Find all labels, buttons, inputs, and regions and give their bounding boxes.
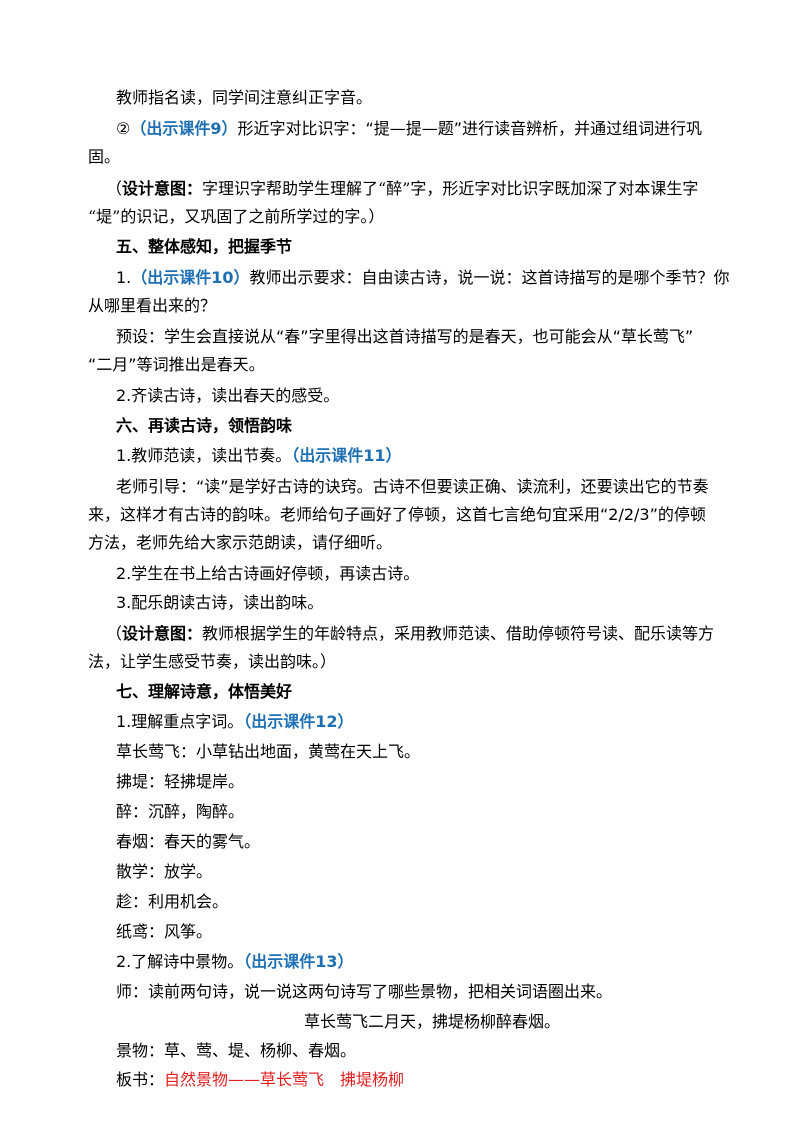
text: 3.配乐朗读古诗，读出韵味。 bbox=[116, 593, 324, 612]
item-5-2: 2.齐读古诗，读出春天的感受。 bbox=[116, 386, 756, 406]
text: 散学：放学。 bbox=[116, 862, 213, 881]
text: 来，这样才有古诗的韵味。老师给句子画好了停顿，这首七言绝句宜采用“2/2/3”的… bbox=[88, 505, 706, 524]
text: 2.了解诗中景物。 bbox=[116, 952, 244, 971]
paragraph-continuation: 固。 bbox=[88, 147, 728, 167]
text: “堤”的识记，又巩固了之前所学过的字。） bbox=[88, 207, 385, 226]
text: 拂堤：轻拂堤岸。 bbox=[116, 772, 245, 791]
teacher-question: 师：读前两句诗，说一说这两句诗写了哪些景物，把相关词语圈出来。 bbox=[116, 982, 756, 1002]
poem-line: 草长莺飞二月天，拂堤杨柳醉春烟。 bbox=[0, 1012, 800, 1032]
section-heading-7: 七、理解诗意，体悟美好 bbox=[116, 682, 756, 702]
scenery-list: 景物：草、莺、堤、杨柳、春烟。 bbox=[116, 1041, 756, 1061]
courseware-tag: （出示课件11） bbox=[291, 446, 402, 465]
text: 1.理解重点字词。 bbox=[116, 712, 244, 731]
word-explanation: 草长莺飞：小草钻出地面，黄莺在天上飞。 bbox=[116, 742, 756, 762]
item-number: 1. bbox=[116, 268, 132, 287]
board-text: 自然景物——草长莺飞 拂堤杨柳 bbox=[164, 1070, 405, 1089]
item-7-1: 1.理解重点字词。（出示课件12） bbox=[116, 712, 756, 732]
item-6-2: 2.学生在书上给古诗画好停顿，再读古诗。 bbox=[116, 564, 756, 584]
text: 醉：沉醉，陶醉。 bbox=[116, 802, 245, 821]
design-intent-label: 设计意图： bbox=[122, 179, 203, 198]
section-heading-5: 五、整体感知，把握季节 bbox=[116, 237, 756, 257]
word-explanation: 散学：放学。 bbox=[116, 862, 756, 882]
paragraph-shape-similar: ②（出示课件9）形近字对比识字：“提—提—题”进行读音辨析，并通过组词进行巩 bbox=[116, 119, 756, 139]
text: 草长莺飞二月天，拂堤杨柳醉春烟。 bbox=[303, 1012, 560, 1031]
text: 从哪里看出来的？ bbox=[88, 296, 217, 315]
teacher-guide-3: 方法，老师先给大家示范朗读，请仔细听。 bbox=[88, 533, 728, 553]
text: （ bbox=[106, 624, 123, 643]
preset: 预设：学生会直接说从“春”字里得出这首诗描写的是春天，也可能会从“草长莺飞” bbox=[116, 327, 756, 347]
text: 法，让学生感受节奏，读出韵味。） bbox=[88, 652, 337, 671]
text: 1.教师范读，读出节奏。 bbox=[116, 446, 292, 465]
text: 景物：草、莺、堤、杨柳、春烟。 bbox=[116, 1041, 357, 1060]
text: 字理识字帮助学生理解了“醉”字，形近字对比识字既加深了对本课生字 bbox=[202, 179, 699, 198]
teacher-guide-2: 来，这样才有古诗的韵味。老师给句子画好了停顿，这首七言绝句宜采用“2/2/3”的… bbox=[88, 505, 728, 525]
design-intent-1-cont: “堤”的识记，又巩固了之前所学过的字。） bbox=[88, 207, 728, 227]
word-explanation: 醉：沉醉，陶醉。 bbox=[116, 802, 756, 822]
text: 方法，老师先给大家示范朗读，请仔细听。 bbox=[88, 533, 393, 552]
text: 固。 bbox=[88, 147, 121, 166]
text: 教师根据学生的年龄特点，采用教师范读、借助停顿符号读、配乐读等方 bbox=[202, 624, 715, 643]
heading-text: 六、再读古诗，领悟韵味 bbox=[116, 416, 293, 435]
text: 教师指名读，同学间注意纠正字音。 bbox=[116, 88, 373, 107]
courseware-tag: （出示课件12） bbox=[243, 712, 354, 731]
word-explanation: 趁：利用机会。 bbox=[116, 892, 756, 912]
text: 预设：学生会直接说从“春”字里得出这首诗描写的是春天，也可能会从“草长莺飞” bbox=[116, 327, 694, 346]
item-7-2: 2.了解诗中景物。（出示课件13） bbox=[116, 952, 756, 972]
text: 趁：利用机会。 bbox=[116, 892, 229, 911]
text: “二月”等词推出是春天。 bbox=[88, 355, 265, 374]
text: 老师引导：“读”是学好古诗的诀窍。古诗不但要读正确、读流利，还要读出它的节奏 bbox=[116, 477, 709, 496]
preset-cont: “二月”等词推出是春天。 bbox=[88, 355, 728, 375]
text: 2.学生在书上给古诗画好停顿，再读古诗。 bbox=[116, 564, 420, 583]
item-6-3: 3.配乐朗读古诗，读出韵味。 bbox=[116, 593, 756, 613]
text: 师：读前两句诗，说一说这两句诗写了哪些景物，把相关词语圈出来。 bbox=[116, 982, 613, 1001]
section-heading-6: 六、再读古诗，领悟韵味 bbox=[116, 416, 756, 436]
item-5-1-cont: 从哪里看出来的？ bbox=[88, 296, 728, 316]
design-intent-2-cont: 法，让学生感受节奏，读出韵味。） bbox=[88, 652, 728, 672]
word-explanation: 春烟：春天的雾气。 bbox=[116, 832, 756, 852]
text: （ bbox=[106, 179, 123, 198]
teacher-guide-1: 老师引导：“读”是学好古诗的诀窍。古诗不但要读正确、读流利，还要读出它的节奏 bbox=[116, 477, 756, 497]
board-label: 板书： bbox=[116, 1070, 165, 1089]
circled-number: ② bbox=[116, 119, 131, 138]
courseware-tag: （出示课件9） bbox=[130, 119, 238, 138]
item-5-1: 1.（出示课件10）教师出示要求：自由读古诗，说一说：这首诗描写的是哪个季节？你 bbox=[116, 268, 756, 288]
paragraph-teacher-reading: 教师指名读，同学间注意纠正字音。 bbox=[116, 88, 756, 108]
design-intent-label: 设计意图： bbox=[122, 624, 203, 643]
word-explanation: 纸鸢：风筝。 bbox=[116, 922, 756, 942]
text: 教师出示要求：自由读古诗，说一说：这首诗描写的是哪个季节？你 bbox=[249, 268, 730, 287]
heading-text: 五、整体感知，把握季节 bbox=[116, 237, 293, 256]
word-explanation: 拂堤：轻拂堤岸。 bbox=[116, 772, 756, 792]
design-intent-1: （设计意图：字理识字帮助学生理解了“醉”字，形近字对比识字既加深了对本课生字 bbox=[106, 179, 746, 199]
design-intent-2: （设计意图：教师根据学生的年龄特点，采用教师范读、借助停顿符号读、配乐读等方 bbox=[106, 624, 746, 644]
courseware-tag: （出示课件10） bbox=[131, 268, 250, 287]
text: 纸鸢：风筝。 bbox=[116, 922, 213, 941]
heading-text: 七、理解诗意，体悟美好 bbox=[116, 682, 293, 701]
blackboard-writing: 板书：自然景物——草长莺飞 拂堤杨柳 bbox=[116, 1070, 756, 1090]
text: 春烟：春天的雾气。 bbox=[116, 832, 261, 851]
text: 形近字对比识字：“提—提—题”进行读音辨析，并通过组词进行巩 bbox=[237, 119, 703, 138]
courseware-tag: （出示课件13） bbox=[243, 952, 354, 971]
text: 草长莺飞：小草钻出地面，黄莺在天上飞。 bbox=[116, 742, 421, 761]
text: 2.齐读古诗，读出春天的感受。 bbox=[116, 386, 340, 405]
item-6-1: 1.教师范读，读出节奏。（出示课件11） bbox=[116, 446, 756, 466]
